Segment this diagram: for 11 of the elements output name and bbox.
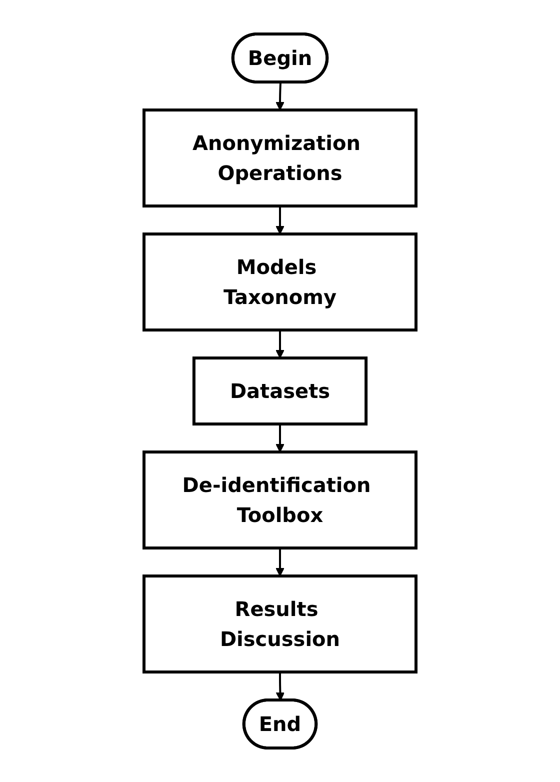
- arrow: [276, 82, 284, 110]
- node-box: De-identification Toolbox: [142, 450, 418, 550]
- arrow: [276, 206, 284, 234]
- arrow: [276, 424, 284, 452]
- node-box: Datasets: [192, 356, 368, 426]
- arrow: [276, 548, 284, 576]
- arrow: [276, 672, 285, 701]
- node-box: Models Taxonomy: [142, 232, 418, 332]
- node-box: Anonymization Operations: [142, 108, 418, 208]
- arrow: [276, 330, 284, 358]
- node-box: Results Discussion: [142, 574, 418, 674]
